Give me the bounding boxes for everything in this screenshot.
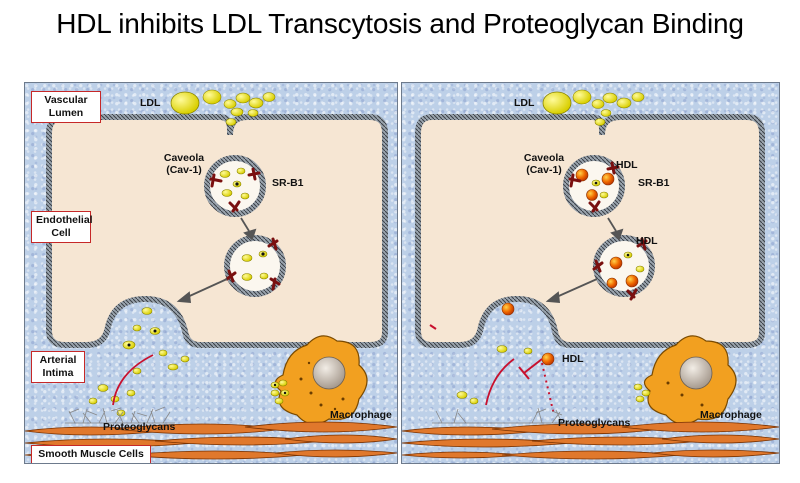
page-title: HDL inhibits LDL Transcytosis and Proteo… xyxy=(56,8,744,39)
ldl-cluster-lumen xyxy=(202,89,276,126)
panel-ldl-transcytosis: Vascular Lumen Endothelial Cell Arterial… xyxy=(24,82,398,464)
smooth-muscle-cells-right xyxy=(402,421,779,460)
sr-b1-receptors xyxy=(209,167,281,291)
label-arterial-intima: Arterial Intima xyxy=(31,351,85,383)
label-hdl-free: HDL xyxy=(562,353,584,365)
ldl-at-macrophage-right xyxy=(633,383,651,403)
label-ldl-right: LDL xyxy=(514,97,535,109)
ldl-large xyxy=(170,91,200,115)
label-ldl-left: LDL xyxy=(140,97,161,109)
label-proteoglycans-right: Proteoglycans xyxy=(558,417,631,429)
red-dash xyxy=(429,324,437,330)
ldl-intima-right xyxy=(456,345,533,405)
sr-b1-receptors-right xyxy=(568,161,648,301)
ldl-cluster-lumen-right xyxy=(572,89,645,126)
label-endothelial-cell: Endothelial Cell xyxy=(31,211,93,243)
label-hdl-upper: HDL xyxy=(616,159,638,171)
panel-hdl-inhibition: LDL Caveola (Cav-1) HDL SR-B1 HDL HDL Pr… xyxy=(401,82,780,464)
label-vascular-lumen: Vascular Lumen xyxy=(31,91,101,123)
label-sr-b1-right: SR-B1 xyxy=(638,177,670,189)
endothelial-cell-right xyxy=(415,114,765,348)
hdl-in-caveolae xyxy=(575,168,639,289)
macrophage-nucleus-right xyxy=(679,356,713,390)
proteoglycans-right xyxy=(432,407,572,424)
ldl-path-line-right xyxy=(485,358,515,406)
ldl-dark-cores xyxy=(235,182,265,256)
proteoglycans-left xyxy=(65,406,175,424)
endothelial-cell xyxy=(46,114,388,348)
macrophage-granules-left xyxy=(299,361,345,411)
transcytosis-arrows-right xyxy=(545,217,624,303)
ldl-in-caveolae-right xyxy=(591,179,645,273)
label-hdl-middle: HDL xyxy=(636,235,658,247)
macrophage-granules-right xyxy=(666,381,704,407)
macrophage-nucleus-left xyxy=(312,356,346,390)
ldl-large-right xyxy=(542,91,572,115)
ldl-intima-cores xyxy=(127,329,157,347)
label-proteoglycans-left: Proteoglycans xyxy=(103,421,176,433)
label-sr-b1-left: SR-B1 xyxy=(272,177,304,189)
diagram-right xyxy=(402,89,779,460)
transcytosis-arrows xyxy=(176,217,257,303)
caveola-lower xyxy=(224,235,286,297)
diagram-left xyxy=(25,89,397,460)
label-macrophage-left: Macrophage xyxy=(330,409,392,421)
label-macrophage-right: Macrophage xyxy=(700,409,762,421)
ldl-intima xyxy=(88,307,190,417)
hdl-inhibition-marker xyxy=(518,358,543,380)
label-caveola-right: Caveola (Cav-1) xyxy=(523,152,565,176)
hdl-exiting xyxy=(501,302,515,316)
label-caveola-left: Caveola (Cav-1) xyxy=(163,152,205,176)
ldl-in-caveolae xyxy=(219,167,269,281)
ldl-path-line xyxy=(112,354,154,406)
hdl-inhibition-dotted xyxy=(541,362,555,416)
hdl-free xyxy=(541,352,555,366)
label-smooth-muscle-cells: Smooth Muscle Cells xyxy=(31,445,151,463)
